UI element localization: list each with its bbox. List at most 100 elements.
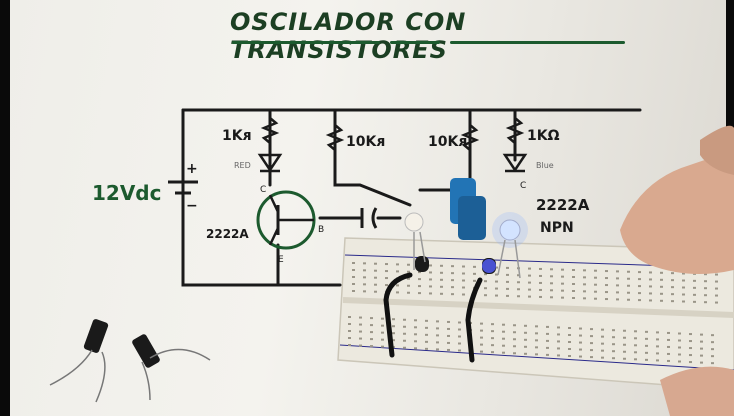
breadboard-hole [513,352,516,355]
breadboard-hole [502,344,505,347]
breadboard-hole [715,294,718,297]
breadboard-hole [627,277,630,280]
breadboard-hole [458,321,461,324]
breadboard-hole [689,340,692,343]
breadboard-hole [535,332,538,335]
breadboard-hole [506,294,509,297]
breadboard-hole [352,290,355,292]
breadboard-hole [660,292,663,295]
breadboard-hole [590,335,593,338]
breadboard-hole [638,299,641,302]
breadboard-hole [429,278,432,281]
breadboard-hole [359,344,362,347]
breadboard-hole [462,265,465,268]
q2-label: 2222A [536,196,590,214]
breadboard-hole [616,284,619,287]
breadboard-hole [627,298,630,301]
breadboard-hole [524,331,527,334]
led1-symbol [257,153,283,173]
breadboard-hole [447,334,450,337]
breadboard-hole [418,278,421,281]
breadboard-hole [660,285,663,288]
breadboard-hole [535,325,538,328]
breadboard-hole [579,348,582,351]
breadboard-hole [528,288,531,291]
breadboard-hole [528,267,531,270]
breadboard-hole [392,318,395,321]
breadboard-hole [352,283,355,285]
breadboard-hole [352,269,355,271]
breadboard-hole [403,346,406,349]
breadboard-hole [594,269,597,272]
breadboard-hole [403,325,406,328]
breadboard-hole [407,284,410,287]
breadboard-hole [495,273,498,276]
breadboard-hole [484,294,487,297]
breadboard-hole [583,297,586,300]
breadboard-hole [671,279,674,282]
breadboard-hole [491,323,494,326]
q1-e-label: E [278,255,284,265]
breadboard-hole [491,344,494,347]
breadboard-hole [528,274,531,277]
breadboard-hole [645,351,648,354]
breadboard-hole [429,285,432,288]
breadboard-hole [418,292,421,295]
breadboard-hole [557,326,560,329]
r1-symbol [260,117,280,144]
breadboard-hole [491,351,494,354]
breadboard-hole [363,283,366,286]
r3-symbol [460,124,480,151]
breadboard-hole [407,263,410,266]
breadboard-hole [381,338,384,341]
breadboard-hole [414,340,417,343]
breadboard-hole [616,291,619,294]
breadboard-hole [506,273,509,276]
breadboard-hole [678,360,681,363]
plus-sign: + [186,161,198,177]
breadboard-hole [568,348,571,350]
breadboard-hole [682,293,685,296]
breadboard-hole [440,271,443,274]
breadboard-hole [557,340,560,343]
breadboard-hole [480,343,483,346]
breadboard-hole [414,326,417,329]
breadboard-hole [601,328,604,331]
breadboard-hole [667,338,670,341]
breadboard-hole [396,270,399,273]
breadboard-hole [550,296,553,299]
breadboard-hole [403,318,406,321]
breadboard-hole [480,350,483,353]
breadboard-hole [678,353,681,356]
breadboard-hole [572,283,575,285]
breadboard-hole [623,329,626,332]
led2-label: Blue [536,161,554,170]
breadboard-hole [374,269,377,272]
breadboard-hole [414,347,417,350]
breadboard-hole [594,276,597,279]
breadboard-hole [656,331,659,334]
breadboard-hole [517,295,520,298]
breadboard-hole [671,286,674,289]
led-symbols [257,153,528,173]
breadboard-hole [495,266,498,269]
breadboard-hole [462,279,465,282]
physical-components [404,178,528,279]
breadboard-hole [682,300,685,303]
breadboard-hole [506,287,509,290]
q1-c-label: C [260,185,266,195]
breadboard-hole [649,285,652,288]
breadboard-hole [656,359,659,362]
loose-capacitors [49,319,211,403]
breadboard-hole [462,286,465,289]
breadboard-hole [484,280,487,283]
breadboard-hole [656,352,659,355]
breadboard-hole [473,265,476,268]
breadboard-hole [451,293,454,296]
breadboard-hole [623,336,626,339]
breadboard-hole [359,330,362,333]
breadboard-hole [484,273,487,276]
breadboard-hole [348,344,351,346]
breadboard-hole [385,270,388,273]
